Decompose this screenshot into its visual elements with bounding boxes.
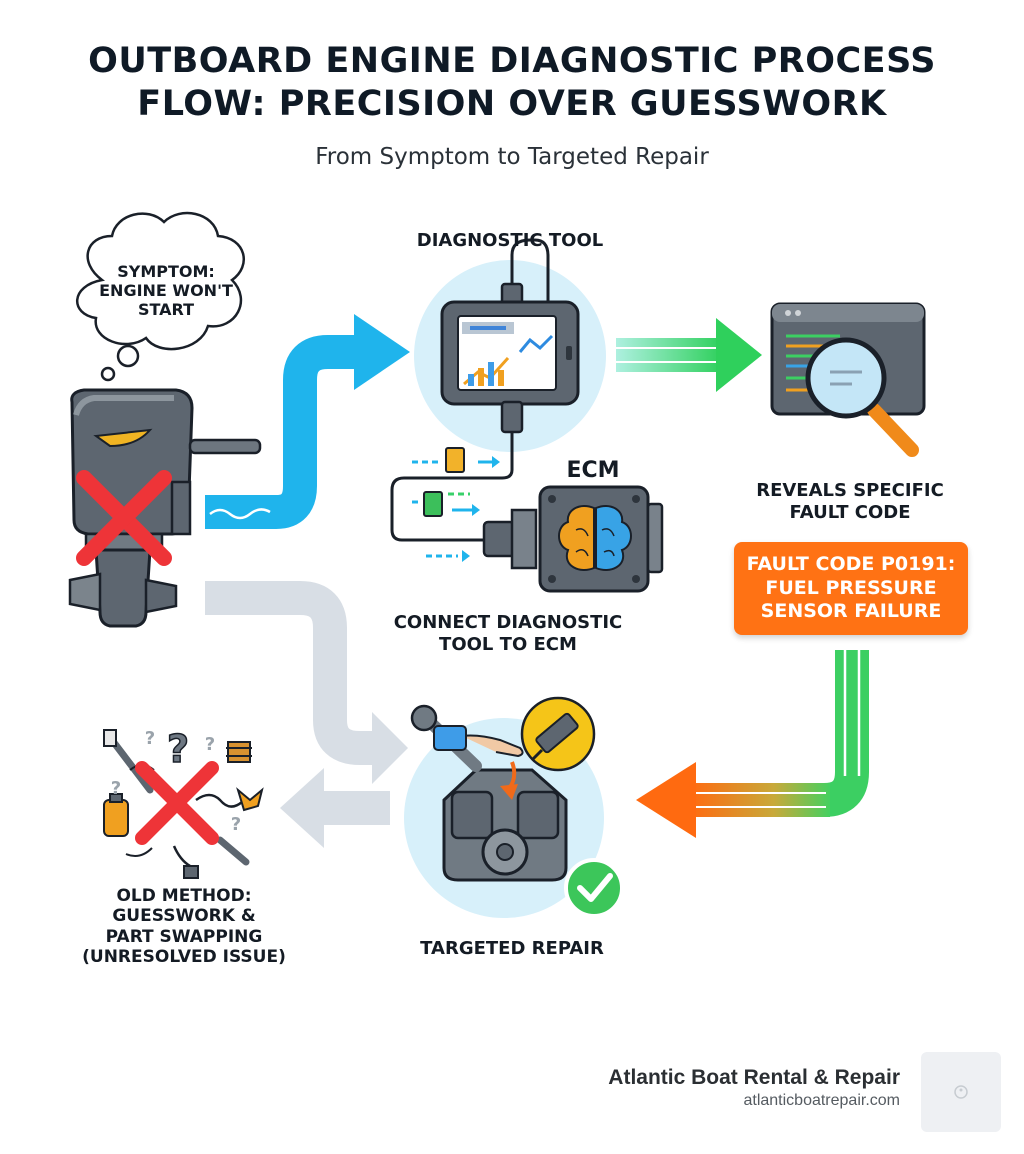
- old-method-label: OLD METHOD: GUESSWORK & PART SWAPPING (U…: [82, 886, 286, 968]
- logo-icon: [954, 1085, 968, 1099]
- tablet-icon: [390, 238, 580, 542]
- fault-code-label: FAULT CODE P0191: FUEL PRESSURE SENSOR F…: [746, 552, 956, 623]
- brand-name: Atlantic Boat Rental & Repair: [608, 1066, 900, 1089]
- page-title: OUTBOARD ENGINE DIAGNOSTIC PROCESS FLOW:…: [88, 41, 936, 124]
- brand-url: atlanticboatrepair.com: [743, 1092, 900, 1109]
- green-arrow: [616, 318, 762, 392]
- diagnostic-tool-label: DIAGNOSTIC TOOL: [416, 230, 604, 251]
- blue-arrow: [205, 314, 410, 529]
- svg-text:?: ?: [231, 814, 241, 835]
- brain-icon: [558, 504, 632, 571]
- grey-arrow-down: [205, 581, 408, 784]
- page-subtitle: From Symptom to Targeted Repair: [315, 144, 709, 170]
- magnifier-screen-icon: [770, 302, 926, 457]
- wrench-icon: [410, 704, 524, 800]
- checkmark-icon: [564, 858, 624, 918]
- document-icon: [412, 447, 500, 562]
- brand-logo: [921, 1052, 1001, 1132]
- sensor-icon: [520, 696, 596, 772]
- orange-arrow: [636, 650, 869, 838]
- fault-code-box: FAULT CODE P0191: FUEL PRESSURE SENSOR F…: [734, 542, 968, 635]
- svg-text:?: ?: [111, 778, 121, 799]
- targeted-repair-label: TARGETED REPAIR: [420, 938, 604, 959]
- red-x-icon: [76, 470, 172, 566]
- svg-text:?: ?: [167, 727, 189, 771]
- symptom-label: SYMPTOM: ENGINE WON'T START: [99, 262, 233, 320]
- reveals-label: REVEALS SPECIFIC FAULT CODE: [756, 480, 944, 523]
- old-method-red-x-icon: [135, 761, 219, 845]
- ecm-label: ECM: [566, 458, 620, 483]
- svg-text:?: ?: [205, 734, 215, 755]
- svg-text:?: ?: [145, 728, 155, 749]
- connect-label: CONNECT DIAGNOSTIC TOOL TO ECM: [393, 612, 623, 655]
- grey-arrow-left: [280, 768, 390, 848]
- spare-parts-icon: [103, 729, 264, 879]
- question-mark-icon: ? ? ? ? ?: [111, 726, 241, 835]
- engine-block-icon: [442, 768, 568, 882]
- thought-bubble-icon: [76, 211, 246, 382]
